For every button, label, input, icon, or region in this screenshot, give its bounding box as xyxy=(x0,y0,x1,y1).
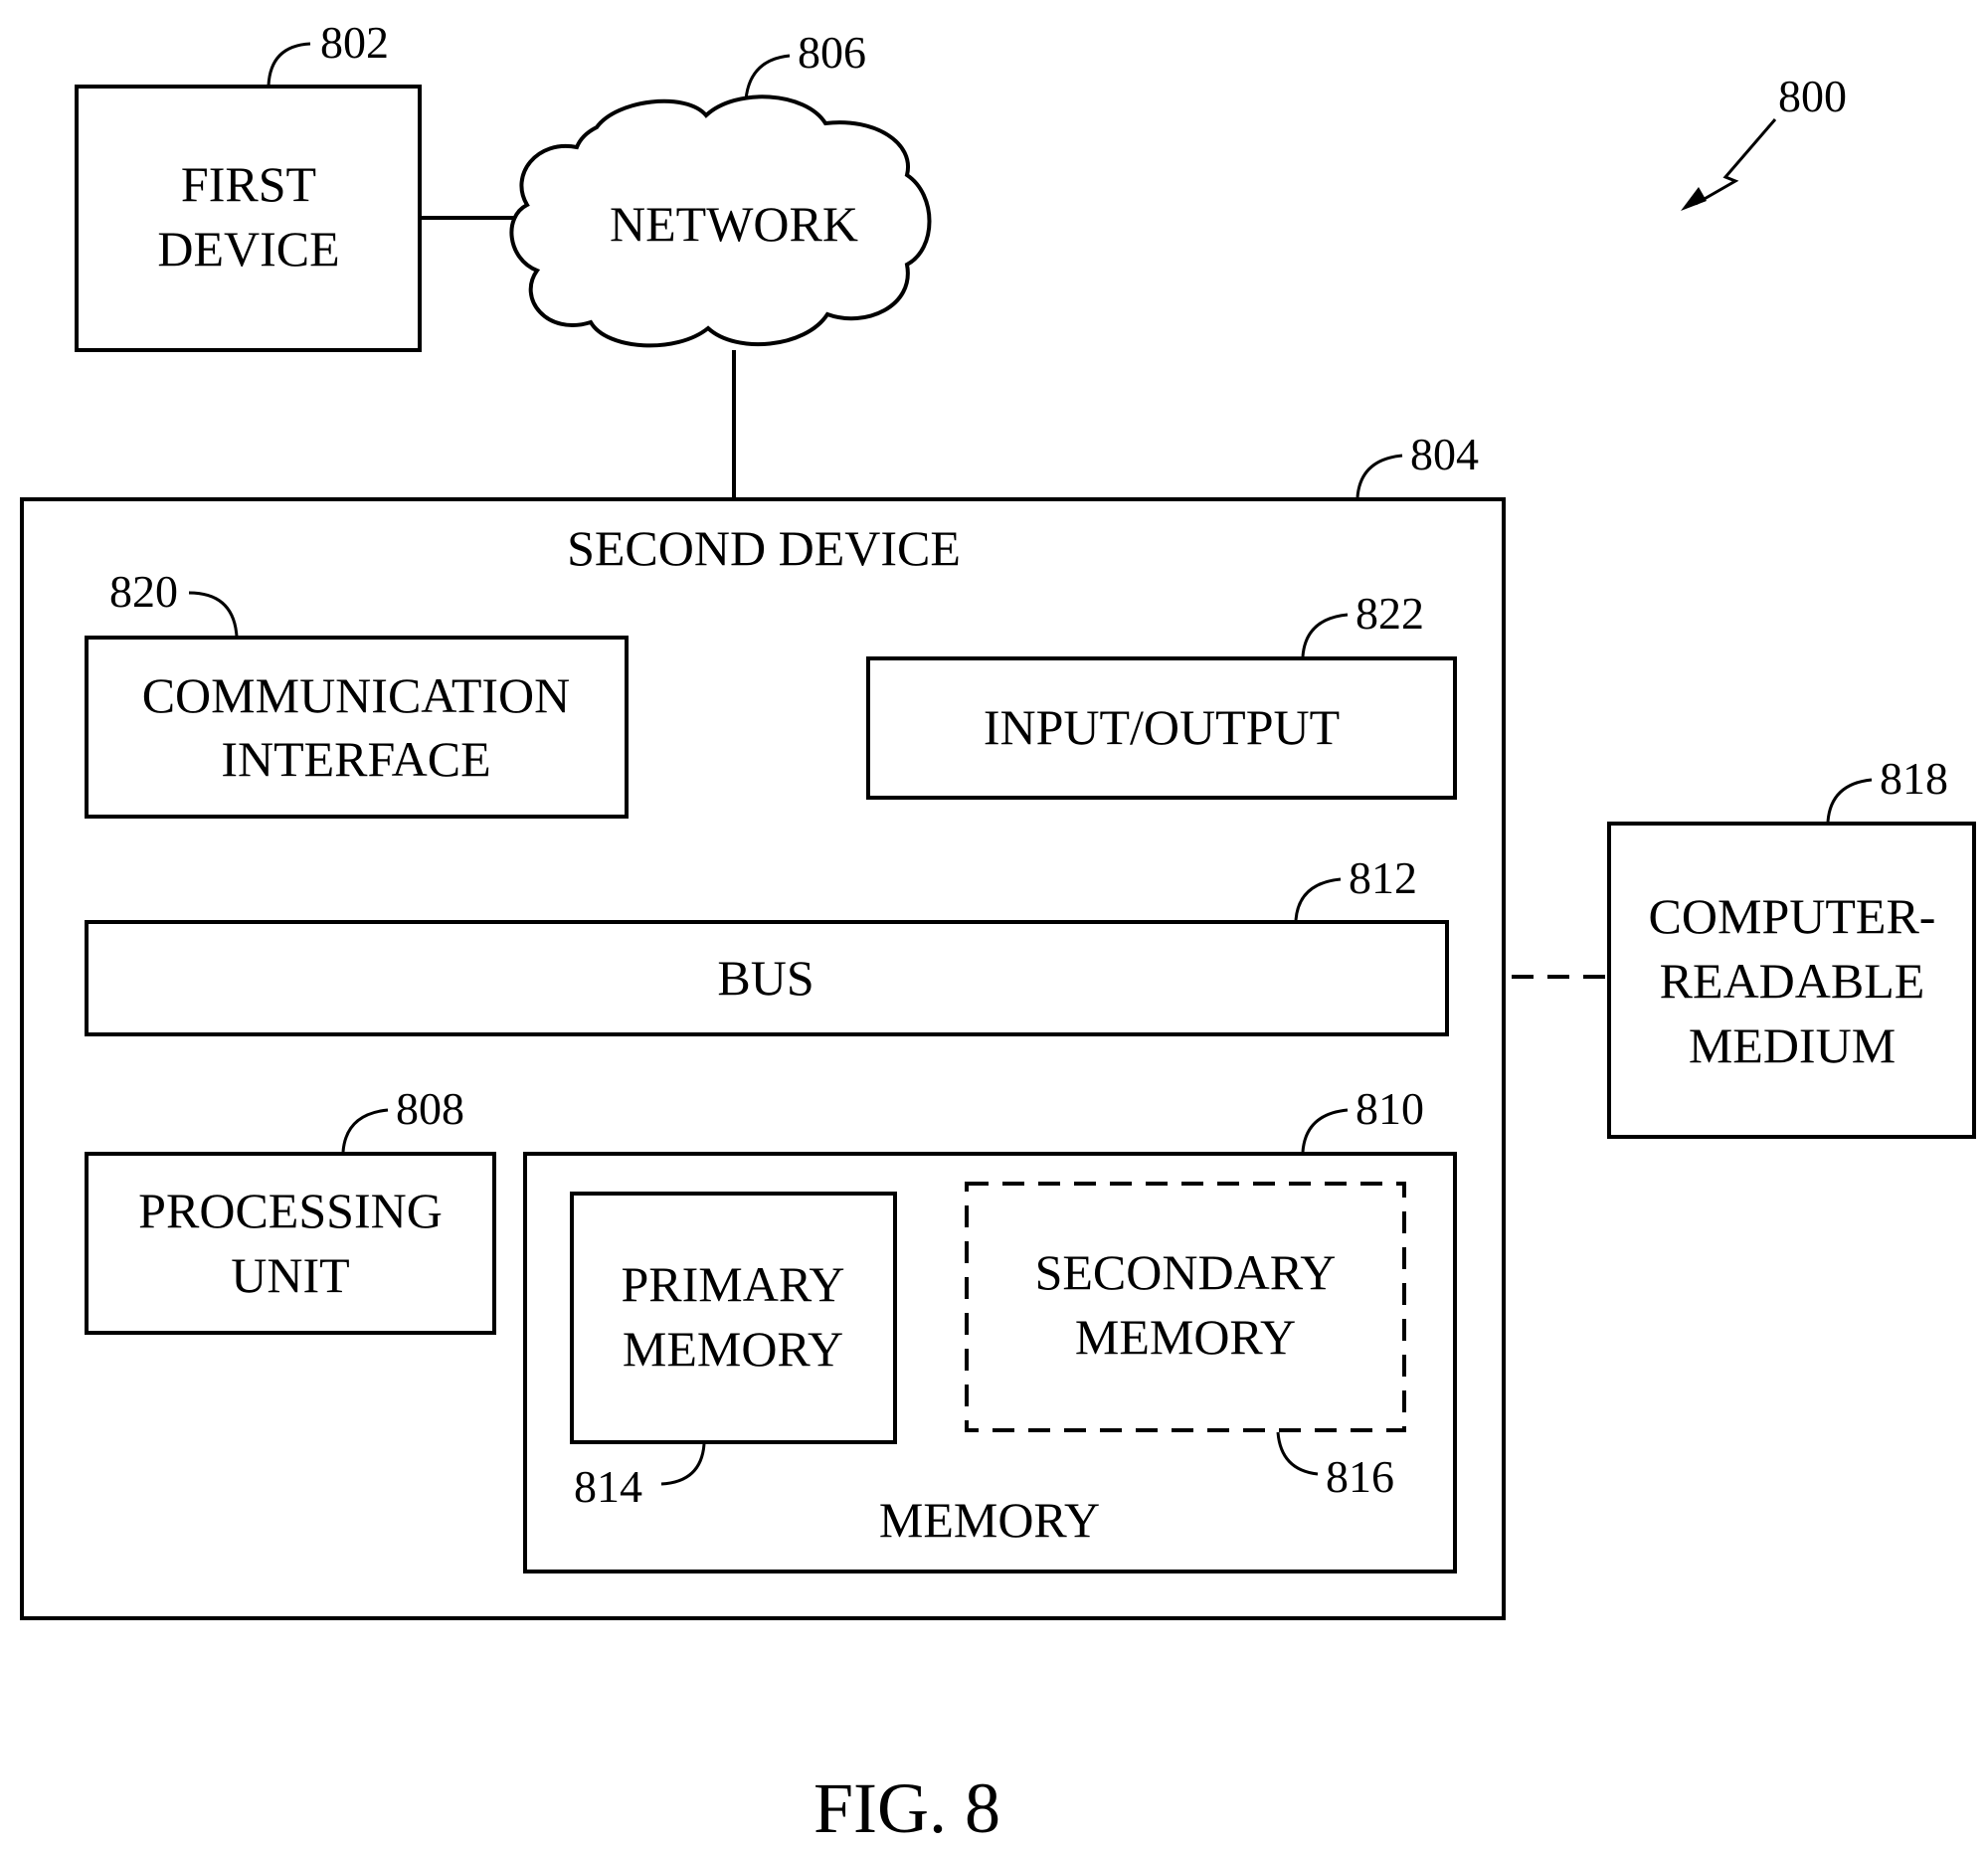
first-device-label-line1: FIRST xyxy=(181,156,316,212)
medium-label-line3: MEDIUM xyxy=(1689,1018,1896,1073)
network-label: NETWORK xyxy=(610,196,858,252)
secondary-memory-label-line1: SECONDARY xyxy=(1035,1244,1337,1300)
input-output-label: INPUT/OUTPUT xyxy=(984,699,1340,755)
input-output: INPUT/OUTPUT xyxy=(868,658,1455,798)
memory-ref: 810 xyxy=(1355,1083,1424,1134)
memory-label: MEMORY xyxy=(879,1492,1100,1548)
network-ref: 806 xyxy=(798,27,866,78)
input-output-ref: 822 xyxy=(1355,588,1424,639)
first-device-ref: 802 xyxy=(320,17,389,68)
bus: BUS xyxy=(87,922,1447,1034)
figure-label: FIG. 8 xyxy=(813,1768,1000,1845)
secondary-memory-label-line2: MEMORY xyxy=(1075,1309,1296,1365)
comm-interface-label-line2: INTERFACE xyxy=(221,731,490,787)
communication-interface: COMMUNICATION INTERFACE xyxy=(87,638,627,817)
processing-unit-ref: 808 xyxy=(396,1083,464,1134)
medium-label-line1: COMPUTER- xyxy=(1649,888,1936,944)
network-ref-leader xyxy=(746,56,790,99)
medium-ref-leader xyxy=(1828,780,1872,822)
second-device-ref: 804 xyxy=(1410,429,1479,479)
system-ref: 800 xyxy=(1778,71,1847,121)
first-device-label-line2: DEVICE xyxy=(157,221,339,277)
bus-label: BUS xyxy=(717,950,813,1006)
secondary-memory-ref: 816 xyxy=(1326,1451,1394,1502)
processing-unit-label-line2: UNIT xyxy=(231,1247,349,1303)
primary-memory-label-line2: MEMORY xyxy=(623,1321,843,1377)
primary-memory: PRIMARY MEMORY xyxy=(572,1194,895,1442)
second-device-label: SECOND DEVICE xyxy=(567,520,961,576)
second-device-ref-leader xyxy=(1357,456,1402,497)
medium-ref: 818 xyxy=(1880,753,1948,804)
network-cloud: NETWORK xyxy=(511,96,929,345)
comm-interface-label-line1: COMMUNICATION xyxy=(142,667,571,723)
primary-memory-label-line1: PRIMARY xyxy=(621,1256,844,1312)
first-device-ref-leader xyxy=(269,44,310,86)
processing-unit-label-line1: PROCESSING xyxy=(138,1183,443,1238)
system-ref-arrow xyxy=(1696,119,1775,204)
comm-interface-ref: 820 xyxy=(109,566,178,617)
system-ref-arrowhead xyxy=(1681,187,1707,211)
medium-label-line2: READABLE xyxy=(1660,953,1925,1009)
computer-readable-medium: COMPUTER- READABLE MEDIUM xyxy=(1609,824,1974,1137)
first-device: FIRST DEVICE xyxy=(77,87,420,350)
bus-ref: 812 xyxy=(1349,852,1417,903)
primary-memory-ref: 814 xyxy=(574,1461,642,1512)
processing-unit: PROCESSING UNIT xyxy=(87,1154,494,1333)
